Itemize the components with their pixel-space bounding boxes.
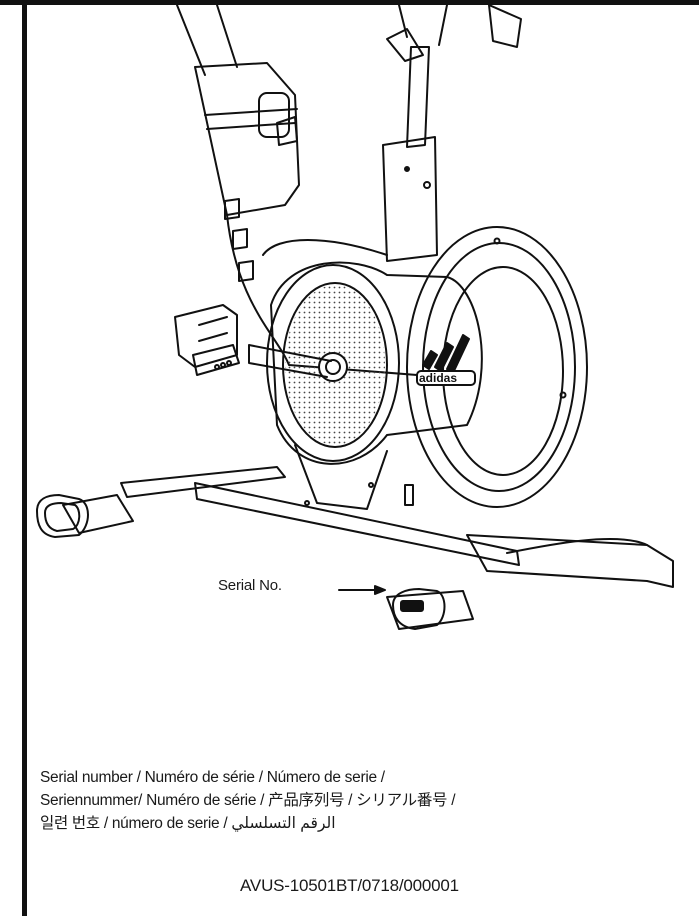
- serial-number-value: AVUS-10501BT/0718/000001: [240, 876, 459, 895]
- top-border: [0, 0, 699, 5]
- caption-line-3-arabic: الرقم التسلسلي: [231, 815, 336, 832]
- serial-number-caption: Serial number / Numéro de série / Número…: [40, 766, 695, 835]
- brand-wordmark: adidas: [419, 371, 457, 385]
- callout-arrow-icon: [338, 585, 386, 595]
- caption-line-1: Serial number / Numéro de série / Número…: [40, 769, 385, 786]
- serial-no-callout-label: Serial No.: [218, 577, 282, 594]
- adidas-logo-icon: [416, 334, 476, 386]
- exercise-bike-illustration: adidas: [36, 5, 674, 630]
- caption-line-3-korean: 일련 번호 / número de serie /: [40, 815, 232, 832]
- caption-line-2: Seriennummer/ Numéro de série / 产品序列号 / …: [40, 792, 456, 809]
- caption-line-3: 일련 번호 / número de serie / الرقم التسلسلي: [40, 812, 695, 835]
- left-border: [22, 0, 27, 916]
